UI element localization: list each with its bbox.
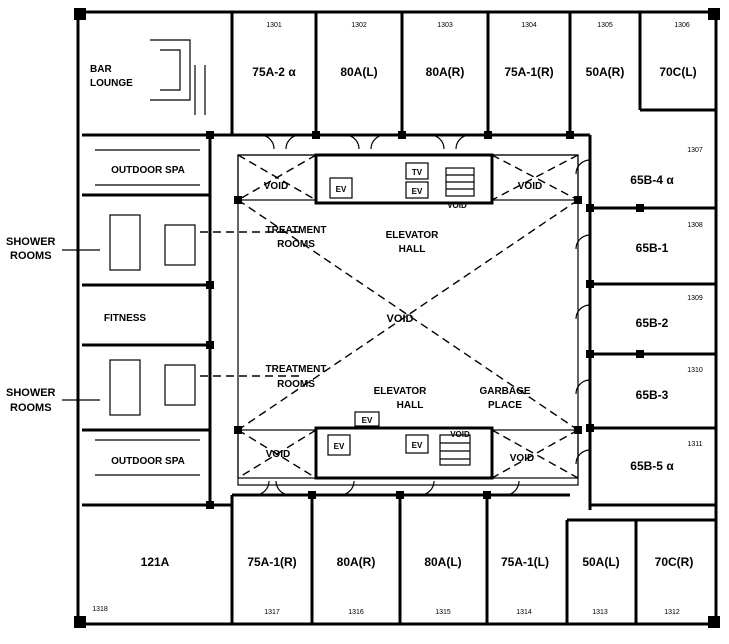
- unit-number: 1303: [437, 22, 453, 29]
- elevator-label: EV: [412, 441, 423, 450]
- unit-label: 65B-3: [636, 388, 669, 402]
- bar-lounge-label: BAR: [90, 64, 112, 75]
- unit-number: 1304: [521, 22, 537, 29]
- void-label: VOID: [264, 181, 288, 192]
- unit-number: 1318: [92, 606, 108, 613]
- unit-label: 65B-2: [636, 316, 669, 330]
- treatment-rooms-label: TREATMENT: [266, 225, 327, 236]
- treatment-rooms-label: ROOMS: [277, 239, 315, 250]
- elevator-hall-label: HALL: [399, 244, 426, 255]
- unit-label: 75A-2 α: [252, 65, 296, 79]
- shower-rooms-label: ROOMS: [10, 402, 52, 414]
- unit-number: 1311: [687, 441, 702, 448]
- elevator-label: EV: [334, 442, 345, 451]
- shower-rooms-label: SHOWER: [6, 236, 56, 248]
- west-amenity-walls: [82, 39, 232, 505]
- garbage-place-label: GARBAGE: [479, 386, 530, 397]
- unit-number: 1301: [266, 22, 282, 29]
- unit-label: 65B-1: [636, 241, 669, 255]
- unit-number: 1308: [687, 222, 703, 229]
- south-unit-walls: [82, 493, 716, 624]
- structural-columns: [206, 131, 644, 509]
- elevator-hall-label: ELEVATOR: [386, 230, 440, 241]
- atrium: [200, 154, 579, 486]
- unit-number: 1306: [674, 22, 690, 29]
- treatment-rooms-label: TREATMENT: [266, 364, 327, 375]
- unit-number: 1302: [351, 22, 367, 29]
- void-label: VOID: [447, 201, 467, 210]
- void-label: VOID: [450, 430, 470, 439]
- unit-label: 75A-1(R): [504, 65, 553, 79]
- door-swings: [254, 134, 591, 496]
- corner-column: [708, 8, 720, 20]
- elevator-label: TV: [412, 168, 423, 177]
- void-label: VOID: [387, 313, 414, 325]
- corner-column: [74, 616, 86, 628]
- unit-label: 75A-1(R): [247, 555, 296, 569]
- unit-label: 65B-5 α: [630, 459, 674, 473]
- outer-wall: [76, 10, 718, 626]
- unit-label: 80A(L): [424, 555, 461, 569]
- outdoor-spa-label: OUTDOOR SPA: [111, 456, 185, 467]
- shower-rooms-label: SHOWER: [6, 387, 56, 399]
- corner-column: [74, 8, 86, 20]
- elevator-label: EV: [362, 416, 373, 425]
- unit-number: 1316: [348, 609, 364, 616]
- unit-label: 65B-4 α: [630, 173, 674, 187]
- east-unit-walls: [588, 135, 716, 510]
- unit-label: 75A-1(L): [501, 555, 549, 569]
- unit-number: 1305: [597, 22, 613, 29]
- shower-rooms-label: ROOMS: [10, 250, 52, 262]
- unit-number: 1310: [687, 367, 703, 374]
- bar-lounge-label: LOUNGE: [90, 78, 133, 89]
- unit-label: 80A(R): [337, 555, 376, 569]
- unit-number: 1314: [516, 609, 532, 616]
- void-label: VOID: [510, 453, 534, 464]
- treatment-rooms-label: ROOMS: [277, 379, 315, 390]
- unit-label: 70C(L): [659, 65, 696, 79]
- north-core: [314, 153, 494, 205]
- void-label: VOID: [266, 449, 290, 460]
- elevator-hall-label: HALL: [397, 400, 424, 411]
- unit-number: 1315: [435, 609, 451, 616]
- unit-label: 121A: [141, 555, 170, 569]
- void-label: VOID: [518, 181, 542, 192]
- unit-label: 50A(R): [586, 65, 625, 79]
- unit-number: 1307: [687, 147, 703, 154]
- unit-number: 1317: [264, 609, 280, 616]
- elevator-hall-label: ELEVATOR: [374, 386, 428, 397]
- unit-label: 80A(R): [426, 65, 465, 79]
- fitness-label: FITNESS: [104, 313, 147, 324]
- unit-label: 50A(L): [582, 555, 619, 569]
- north-unit-walls: [230, 12, 716, 137]
- elevator-label: EV: [336, 185, 347, 194]
- unit-label: 70C(R): [655, 555, 694, 569]
- corner-column: [708, 616, 720, 628]
- unit-number: 1309: [687, 295, 703, 302]
- unit-label: 80A(L): [340, 65, 377, 79]
- outdoor-spa-label: OUTDOOR SPA: [111, 165, 185, 176]
- elevator-label: EV: [412, 187, 423, 196]
- unit-number: 1313: [592, 609, 608, 616]
- south-core: [314, 411, 494, 480]
- unit-number: 1312: [664, 609, 680, 616]
- garbage-place-label: PLACE: [488, 400, 522, 411]
